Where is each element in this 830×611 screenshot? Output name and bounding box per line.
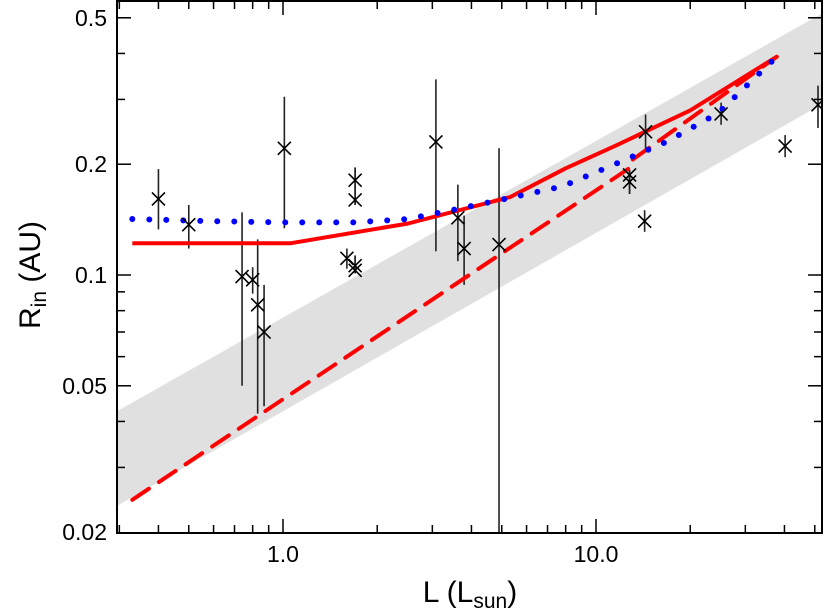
y-tick-label: 0.2 <box>75 151 107 177</box>
x-marker <box>491 237 507 252</box>
x-marker <box>257 324 272 340</box>
shaded-band <box>117 13 822 506</box>
x-marker <box>622 174 637 190</box>
x-marker <box>181 217 196 232</box>
x-marker <box>638 124 653 139</box>
y-tick-label: 0.02 <box>62 519 107 545</box>
x-tick-labels: 1.0 10.0 <box>267 541 618 567</box>
x-marker <box>810 97 822 112</box>
x-marker <box>778 139 793 154</box>
solid-model-line <box>132 55 778 246</box>
x-tick-label: 1.0 <box>267 541 299 567</box>
x-marker <box>637 214 652 229</box>
y-tick-label: 0.5 <box>75 5 107 31</box>
x-marker <box>348 263 363 278</box>
band-region <box>117 13 822 506</box>
x-marker <box>450 210 465 225</box>
x-marker <box>348 258 363 273</box>
y-tick-label: 0.05 <box>62 373 107 399</box>
model-lines <box>129 53 780 502</box>
y-tick-label: 0.1 <box>75 262 107 288</box>
x-marker <box>348 192 363 207</box>
x-marker <box>277 141 292 156</box>
x-marker <box>428 134 443 149</box>
data-markers <box>151 97 822 340</box>
x-marker <box>245 272 260 287</box>
x-marker <box>235 269 250 284</box>
x-marker <box>622 167 637 183</box>
x-axis-title: L (Lsun) <box>423 576 517 611</box>
x-marker <box>457 241 472 256</box>
y-tick-labels: 0.02 0.05 0.1 0.2 0.5 <box>62 5 107 545</box>
x-marker <box>348 173 363 188</box>
x-tick-label: 10.0 <box>574 541 619 567</box>
x-marker <box>714 106 729 121</box>
dashed-model-line <box>130 54 779 502</box>
axes <box>116 0 823 534</box>
axes-frame <box>116 0 823 534</box>
x-marker <box>250 297 265 312</box>
x-marker <box>151 191 166 206</box>
y-axis-title: Rin (AU) <box>14 221 51 329</box>
